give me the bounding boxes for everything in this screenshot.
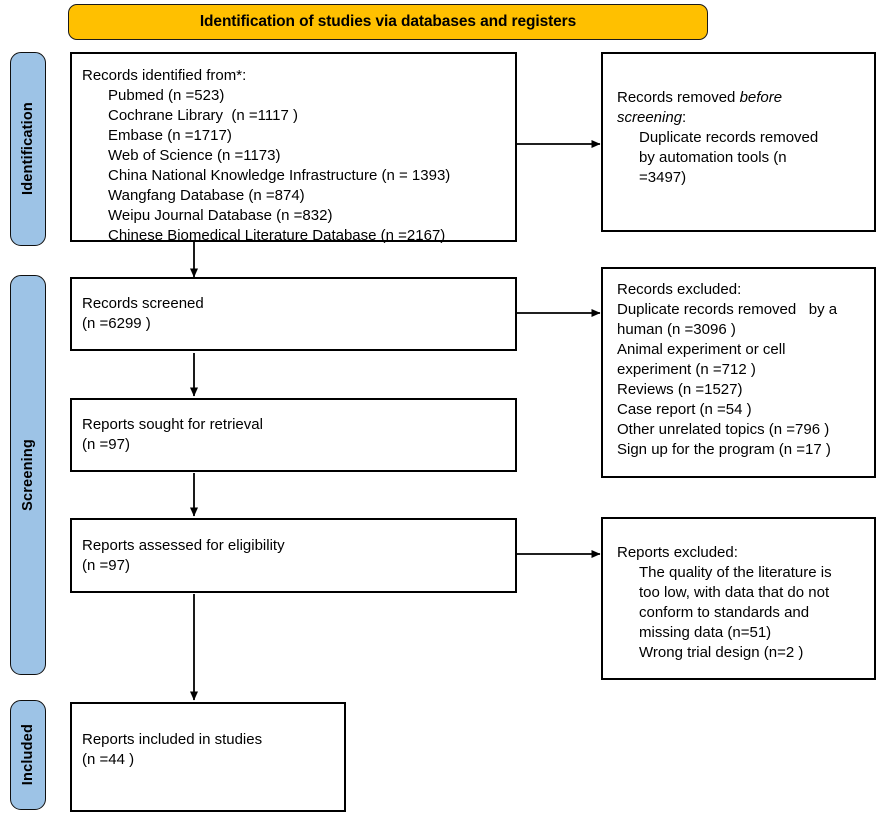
records-excluded-reason: human (n =3096 ) xyxy=(617,320,736,338)
records-excluded-reason: Duplicate records removed by a xyxy=(617,300,838,318)
stage-tab-identification: Identification xyxy=(10,52,46,246)
phase-banner: Identification of studies via databases … xyxy=(68,4,708,40)
stage-tab-screening: Screening xyxy=(10,275,46,675)
reports-excluded-reason: The quality of the literature is xyxy=(639,563,832,581)
records-excluded-reason: Sign up for the program (n =17 ) xyxy=(617,440,831,458)
records-identified-source: Weipu Journal Database (n =832) xyxy=(108,206,333,224)
records-identified-heading: Records identified from*: xyxy=(82,67,247,84)
records-removed-heading: Records removed before xyxy=(617,88,864,108)
records-identified-source: Chinese Biomedical Literature Database (… xyxy=(108,226,446,244)
records-identified-source: Embase (n =1717) xyxy=(108,126,232,144)
records-excluded-reason: experiment (n =712 ) xyxy=(617,360,756,378)
stage-tab-included-label: Included xyxy=(20,724,36,786)
reports-included-count: (n =44 ) xyxy=(82,750,135,768)
records-removed-heading-line2: screening: xyxy=(617,108,864,128)
reports-excluded-heading: Reports excluded: xyxy=(617,544,738,561)
records-removed-heading-emphasis2: screening xyxy=(617,108,683,126)
box-records-removed-before-screening: Records removed before screening: Duplic… xyxy=(601,52,876,232)
phase-banner-label: Identification of studies via databases … xyxy=(199,13,577,31)
stage-tab-included: Included xyxy=(10,700,46,810)
records-removed-detail: Duplicate records removed xyxy=(639,128,819,146)
reports-excluded-reason: conform to standards and xyxy=(639,603,810,621)
box-records-excluded: Records excluded: Duplicate records remo… xyxy=(601,267,876,478)
box-reports-included-in-studies: Reports included in studies (n =44 ) xyxy=(70,702,346,812)
stage-tab-identification-label: Identification xyxy=(20,102,36,196)
reports-assessed-label: Reports assessed for eligibility xyxy=(82,536,285,554)
reports-included-label: Reports included in studies xyxy=(82,731,263,748)
reports-assessed-count: (n =97) xyxy=(82,556,130,574)
records-excluded-heading: Records excluded: xyxy=(617,281,742,298)
records-excluded-reason: Animal experiment or cell xyxy=(617,340,786,358)
reports-excluded-reason: missing data (n=51) xyxy=(639,623,772,641)
reports-sought-count: (n =97) xyxy=(82,436,130,453)
box-records-identified: Records identified from*: Pubmed (n =523… xyxy=(70,52,517,244)
box-reports-sought-for-retrieval: Reports sought for retrieval (n =97) xyxy=(70,398,517,472)
records-identified-source: Wangfang Database (n =874) xyxy=(108,186,305,204)
records-identified-source: China National Knowledge Infrastructure … xyxy=(108,166,451,184)
records-screened-count: (n =6299 ) xyxy=(82,315,151,332)
records-identified-source: Pubmed (n =523) xyxy=(108,86,225,104)
records-identified-source: Web of Science (n =1173) xyxy=(108,146,281,164)
records-removed-heading-text: Records removed xyxy=(617,89,740,106)
records-excluded-reason: Other unrelated topics (n =796 ) xyxy=(617,420,830,438)
records-screened-label: Records screened xyxy=(82,295,204,313)
records-excluded-reason: Case report (n =54 ) xyxy=(617,400,752,418)
records-removed-heading-emphasis: before xyxy=(739,89,783,106)
reports-excluded-reason: too low, with data that do not xyxy=(639,583,830,601)
box-reports-assessed-for-eligibility: Reports assessed for eligibility (n =97) xyxy=(70,518,517,593)
records-identified-source: Cochrane Library (n =1117 ) xyxy=(108,106,298,124)
reports-sought-label: Reports sought for retrieval xyxy=(82,416,263,434)
records-excluded-reason: Reviews (n =1527) xyxy=(617,380,743,398)
stage-tab-screening-label: Screening xyxy=(20,439,36,511)
reports-excluded-reason: Wrong trial design (n=2 ) xyxy=(639,643,804,661)
box-records-screened: Records screened (n =6299 ) xyxy=(70,277,517,351)
records-removed-detail: by automation tools (n xyxy=(639,148,787,166)
records-removed-detail: =3497) xyxy=(639,168,687,186)
box-reports-excluded: Reports excluded: The quality of the lit… xyxy=(601,517,876,680)
records-removed-heading-colon: : xyxy=(682,108,687,126)
